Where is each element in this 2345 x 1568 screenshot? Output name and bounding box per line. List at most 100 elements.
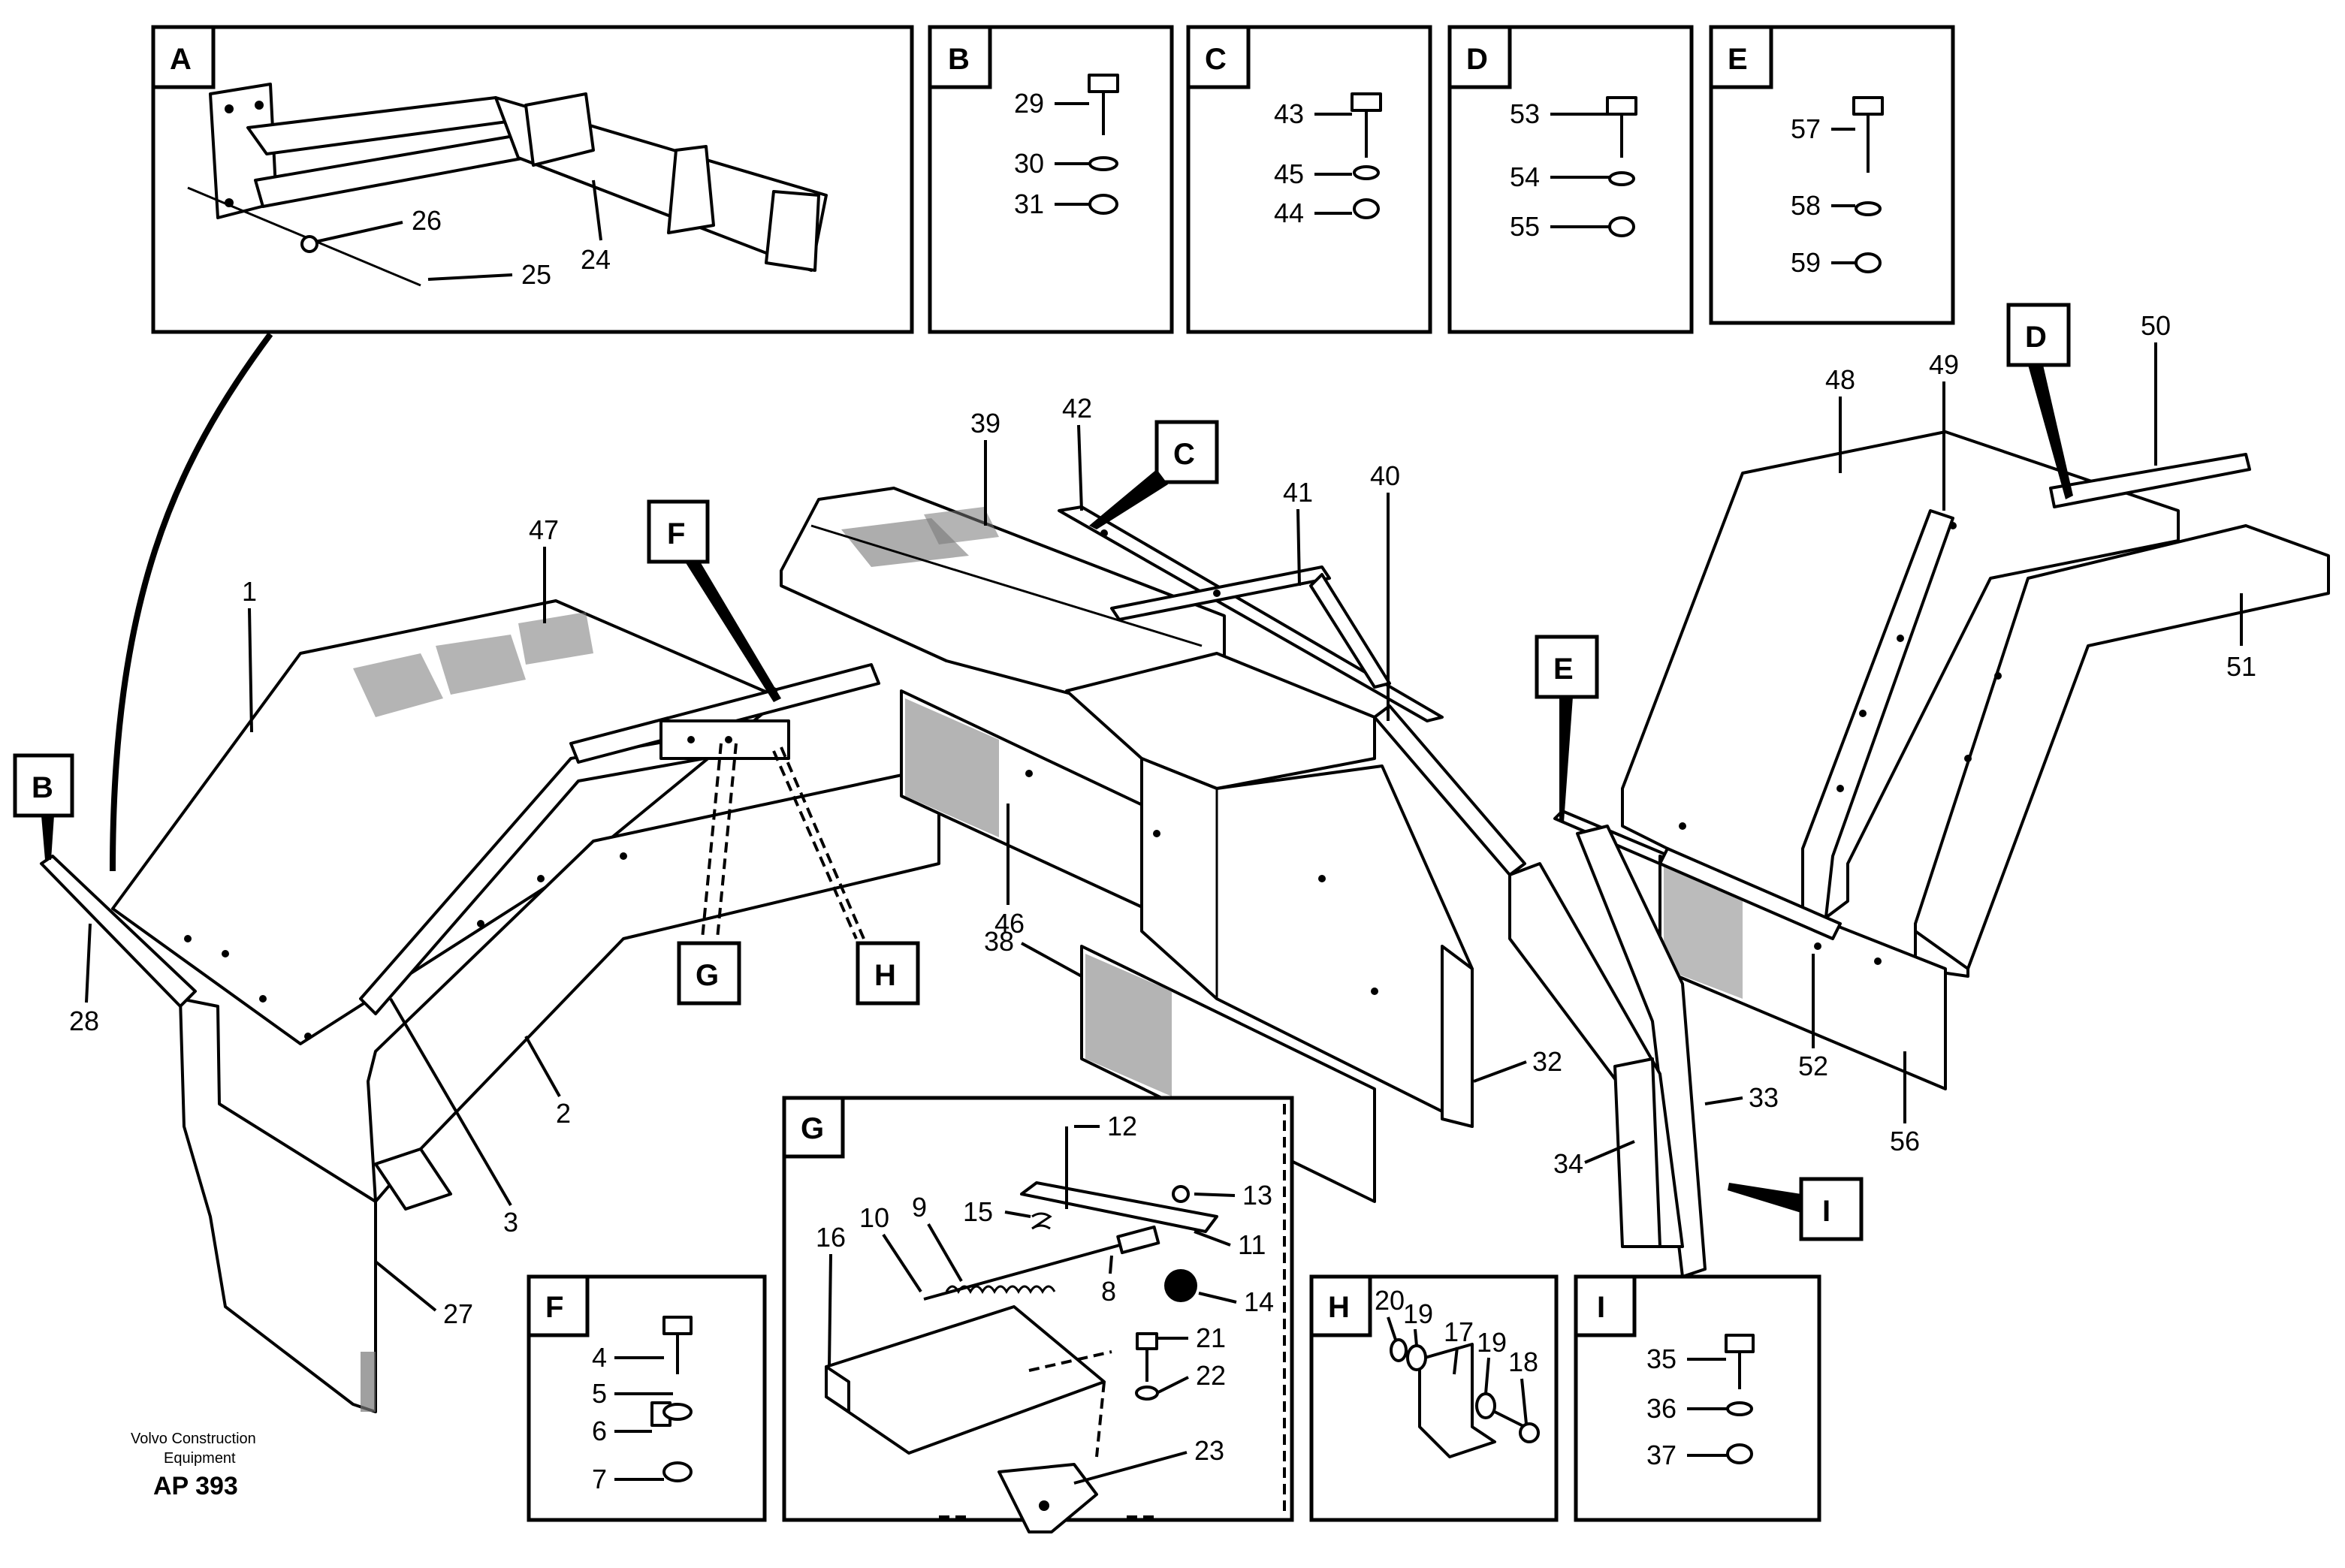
svg-text:H: H (874, 959, 896, 992)
part-label-19-b: 19 (1477, 1327, 1507, 1358)
callout-tag-h: H (856, 941, 920, 1006)
svg-text:I: I (1597, 1291, 1605, 1324)
part-label-22: 22 (1196, 1360, 1226, 1391)
main-view-labels: 1 47 28 2 3 27 39 42 41 40 46 38 32 48 4… (69, 310, 2256, 1329)
detail-box-b-label: B (948, 43, 970, 76)
part-label-59: 59 (1791, 247, 1821, 278)
part-label-34: 34 (1553, 1148, 1583, 1179)
part-label-46: 46 (994, 908, 1025, 939)
centre-cover-assembly (780, 487, 1526, 1203)
part-label-29: 29 (1014, 88, 1044, 119)
detail-box-h: H 35 20 19 17 19 18 (1309, 1274, 1559, 1522)
part-label-58: 58 (1791, 190, 1821, 221)
svg-text:D: D (2025, 321, 2047, 354)
detail-box-d: D 53 54 55 (1447, 25, 1694, 334)
part-label-43: 43 (1274, 98, 1304, 129)
part-label-51: 51 (2226, 651, 2256, 682)
detail-box-a-label: A (170, 43, 192, 76)
part-label-52: 52 (1798, 1051, 1828, 1081)
company-name-line2: Equipment (164, 1450, 236, 1467)
part-label-33: 33 (1749, 1082, 1779, 1113)
part-label-30: 30 (1014, 148, 1044, 179)
part-label-20-h: 20 (1375, 1285, 1405, 1316)
part-label-27: 27 (443, 1298, 473, 1329)
detail-a-connector (110, 332, 273, 872)
svg-text:H: H (1328, 1291, 1350, 1324)
detail-box-c-label: C (1205, 43, 1227, 76)
svg-text:I: I (1822, 1195, 1830, 1228)
detail-box-i: I 35 36 37 (1574, 1274, 1821, 1522)
part-label-16: 16 (816, 1222, 846, 1253)
part-label-26: 26 (412, 205, 442, 236)
part-label-36: 36 (1646, 1393, 1677, 1424)
part-label-40: 40 (1370, 460, 1400, 491)
callout-tag-g: G (677, 941, 741, 1006)
svg-text:G: G (696, 959, 719, 992)
callout-tag-c: C (1089, 420, 1219, 529)
publisher-footer: Volvo Construction Equipment AP 393 (131, 1431, 256, 1500)
part-label-55: 55 (1510, 211, 1540, 242)
part-label-49: 49 (1929, 349, 1959, 380)
svg-text:C: C (1173, 438, 1195, 471)
svg-text:E: E (1553, 653, 1574, 686)
part-label-9: 9 (912, 1192, 927, 1223)
part-label-41: 41 (1283, 477, 1313, 508)
part-label-18: 18 (1508, 1346, 1538, 1377)
part-label-48: 48 (1825, 364, 1855, 395)
part-label-32: 32 (1532, 1046, 1562, 1077)
bracket-arm-drawing (187, 83, 828, 287)
callout-tag-e: E (1535, 635, 1599, 822)
detail-box-d-label: D (1466, 43, 1488, 76)
part-label-14: 14 (1244, 1286, 1274, 1317)
part-label-44: 44 (1274, 198, 1304, 228)
part-label-25: 25 (521, 259, 551, 290)
svg-text:G: G (801, 1112, 824, 1145)
part-label-13: 13 (1242, 1180, 1272, 1211)
part-label-45: 45 (1274, 158, 1304, 189)
part-label-28: 28 (69, 1006, 99, 1036)
part-label-4: 4 (592, 1342, 607, 1373)
part-label-38: 38 (984, 926, 1014, 957)
part-label-11: 11 (1238, 1229, 1266, 1260)
part-label-47: 47 (529, 514, 559, 545)
part-label-50: 50 (2141, 310, 2171, 341)
left-fender-assembly (40, 599, 940, 1413)
part-label-19-a: 19 (1403, 1298, 1433, 1329)
company-name-line1: Volvo Construction (131, 1431, 256, 1447)
part-label-53: 53 (1510, 98, 1540, 129)
detail-box-e-label: E (1728, 43, 1748, 76)
svg-text:B: B (32, 771, 53, 804)
part-label-54: 54 (1510, 161, 1540, 192)
right-fender-assembly (1508, 430, 2330, 1278)
part-label-57: 57 (1791, 113, 1821, 144)
detail-box-b: B 29 30 31 (928, 25, 1174, 334)
part-label-56: 56 (1890, 1126, 1920, 1156)
part-label-2: 2 (556, 1098, 571, 1129)
part-label-12: 12 (1107, 1111, 1137, 1141)
drawing-code: AP 393 (153, 1472, 238, 1500)
callout-tag-d: D (2006, 303, 2073, 499)
part-label-23: 23 (1194, 1435, 1224, 1466)
part-label-39: 39 (970, 408, 1000, 439)
svg-text:F: F (545, 1291, 563, 1324)
part-label-31: 31 (1014, 188, 1044, 219)
part-label-3: 3 (503, 1207, 518, 1238)
part-label-17: 17 (1444, 1316, 1474, 1347)
part-label-10: 10 (859, 1202, 889, 1233)
part-label-37: 37 (1646, 1440, 1677, 1470)
callout-tag-f: F (647, 499, 781, 702)
part-label-35: 35 (1646, 1343, 1677, 1374)
part-label-8: 8 (1101, 1276, 1116, 1307)
part-label-24: 24 (581, 244, 611, 275)
detail-box-f: F 4 5 6 7 (527, 1274, 767, 1522)
detail-box-e: E 57 58 59 (1709, 25, 1955, 325)
detail-box-c: C 43 45 44 (1186, 25, 1432, 334)
part-label-1: 1 (242, 576, 257, 607)
part-label-42: 42 (1062, 393, 1092, 424)
svg-text:F: F (667, 517, 685, 550)
callout-tag-i: I (1728, 1177, 1864, 1241)
detail-box-g: G 12 13 15 9 10 16 11 (782, 1096, 1294, 1533)
part-label-15: 15 (963, 1196, 993, 1227)
part-label-5: 5 (592, 1378, 607, 1409)
